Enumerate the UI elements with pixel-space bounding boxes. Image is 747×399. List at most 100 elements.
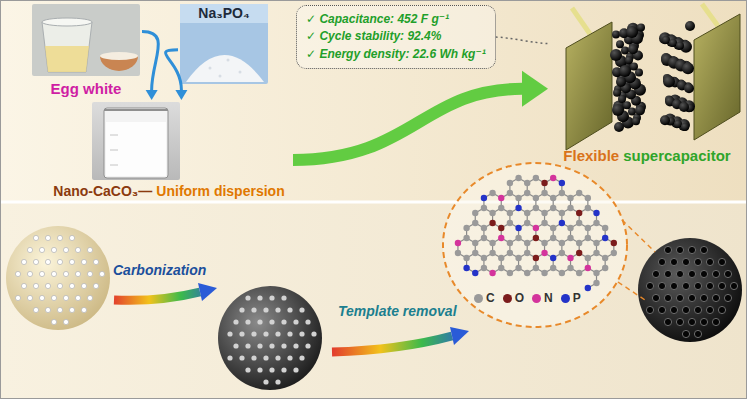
art-shape xyxy=(450,327,469,345)
carbon-particle xyxy=(663,76,675,88)
labelled-figure: Flexiblesupercapacitor xyxy=(548,3,746,165)
surface-dot xyxy=(81,307,86,312)
art-shape xyxy=(6,226,110,330)
art-shape xyxy=(92,102,180,180)
surface-dot xyxy=(69,235,74,240)
atom xyxy=(576,240,582,246)
atom xyxy=(593,270,599,276)
carbon-particle xyxy=(684,83,694,93)
surface-dot xyxy=(87,247,92,252)
surface-dot xyxy=(694,306,701,313)
legend-item: P xyxy=(561,291,581,305)
atom xyxy=(533,255,539,261)
atom xyxy=(585,255,591,261)
art-shape xyxy=(332,336,452,352)
atom xyxy=(472,250,478,256)
surface-dot xyxy=(239,331,244,336)
atom xyxy=(585,225,591,231)
surface-dot xyxy=(724,294,731,301)
surface-dot xyxy=(245,319,250,324)
atom xyxy=(576,270,582,276)
carbon-particle xyxy=(610,49,622,61)
connector-line xyxy=(142,32,158,91)
atom xyxy=(593,220,599,226)
atom xyxy=(498,265,504,271)
atom xyxy=(550,235,556,241)
atom xyxy=(481,205,487,211)
carbon-particle xyxy=(616,40,624,48)
surface-dot xyxy=(21,283,26,288)
atom xyxy=(498,235,504,241)
art-shape xyxy=(42,22,92,72)
figure-label: Flexible xyxy=(563,147,619,165)
atom xyxy=(524,220,530,226)
surface-dot xyxy=(263,307,268,312)
atom xyxy=(611,250,617,256)
atom xyxy=(602,255,608,261)
atom xyxy=(593,280,599,286)
surface-dot xyxy=(39,295,44,300)
legend-swatch xyxy=(561,294,570,303)
surface-dot xyxy=(293,319,298,324)
atom xyxy=(524,190,530,196)
atom xyxy=(541,270,547,276)
surface-dot xyxy=(688,246,695,253)
surface-dot xyxy=(257,295,262,300)
surface-dot xyxy=(251,355,256,360)
connector-line xyxy=(165,50,181,90)
carbon-particle xyxy=(628,108,636,116)
atom xyxy=(550,195,556,201)
carbon-sphere xyxy=(218,286,322,390)
surface-dot xyxy=(15,295,20,300)
step-label: Carbonization xyxy=(113,262,206,278)
property-line: ✓ Cycle stability: 92.4% xyxy=(306,28,441,45)
label-row: Nano-CaCO₃—Uniform dispersion xyxy=(53,183,284,200)
surface-dot xyxy=(287,331,292,336)
atom xyxy=(593,210,599,216)
property-line: ✓ Capacitance: 452 F g⁻¹ xyxy=(306,11,449,28)
carbon-particle xyxy=(662,36,670,44)
surface-dot xyxy=(233,343,238,348)
top-panel xyxy=(0,0,747,202)
art-shape xyxy=(610,21,695,132)
atom xyxy=(541,180,547,186)
step-label: Template removal xyxy=(338,303,457,319)
atom xyxy=(559,180,565,186)
art-shape xyxy=(694,14,740,140)
surface-dot xyxy=(281,319,286,324)
surface-dot xyxy=(99,271,104,276)
atom xyxy=(489,270,495,276)
art-shape xyxy=(100,52,138,60)
carbon-particle xyxy=(630,62,638,70)
surface-dot xyxy=(87,295,92,300)
legend-swatch xyxy=(503,294,512,303)
arrowhead xyxy=(146,90,158,100)
surface-dot xyxy=(706,306,713,313)
surface-dot xyxy=(700,294,707,301)
atom xyxy=(507,250,513,256)
art-shape xyxy=(15,235,104,324)
atom xyxy=(541,190,547,196)
surface-dot xyxy=(75,247,80,252)
art-shape xyxy=(42,18,92,26)
surface-dot xyxy=(652,270,659,277)
art-shape xyxy=(638,238,742,342)
surface-dot xyxy=(712,294,719,301)
surface-dot xyxy=(682,306,689,313)
atom xyxy=(576,190,582,196)
figure-label: Uniform dispersion xyxy=(156,183,284,200)
atom xyxy=(550,255,556,261)
atom xyxy=(515,265,521,271)
atom xyxy=(567,255,573,261)
legend-text: O xyxy=(515,291,524,305)
surface-dot xyxy=(81,259,86,264)
atom xyxy=(567,195,573,201)
property-box: ✓ Capacitance: 452 F g⁻¹✓ Cycle stabilit… xyxy=(296,5,496,69)
surface-dot xyxy=(227,355,232,360)
atom xyxy=(559,210,565,216)
surface-dot xyxy=(27,271,32,276)
atom xyxy=(585,285,591,291)
connector xyxy=(165,50,187,100)
surface-dot xyxy=(664,246,671,253)
surface-dot xyxy=(63,271,68,276)
